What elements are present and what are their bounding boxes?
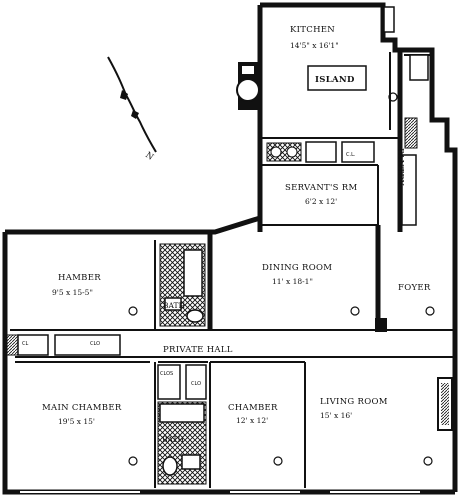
kitchen-dims: 14'5" x 16'1" [290,41,339,50]
hall-label: PRIVATE HALL [163,345,233,355]
compass-arrow-icon: N [107,56,157,163]
kitchen-island [307,65,367,91]
range [409,54,429,81]
closet-2: CLO [90,341,100,347]
living-label: LIVING ROOM [320,397,388,407]
dining-label: DINING ROOM [262,263,332,273]
bath2-label: BATH [162,435,185,444]
servants-label: SERVANT'S RM [285,183,358,193]
chamber-top-label: HAMBER [58,273,101,283]
main-chamber-label: MAIN CHAMBER [42,403,122,413]
bath-bottom: BATH [157,401,207,485]
kitchen-wing-walls [257,2,458,492]
foyer-label: FOYER [398,283,431,293]
dining-dims: 11' x 18-1" [272,277,313,286]
chamber-label: CHAMBER [228,403,278,413]
island-label: ISLAND [315,75,355,85]
chamber-dims: 12' x 12' [236,416,268,425]
closet-3: CLOS [160,371,173,377]
svg-text:C.L.: C.L. [346,152,356,158]
main-walls [2,215,455,495]
radiator-icon [128,306,435,466]
svg-text:N: N [143,150,155,163]
main-chamber-dims: 19'5 x 15' [58,417,95,426]
servants-dims: 6'2 x 12' [305,197,337,206]
closet-1: CL [22,341,28,347]
bath1-label: BATH [163,301,186,310]
kitchen-label: KITCHEN [290,25,335,35]
pantry-label: PANTRY [395,148,405,186]
closets: CL CLO CLOS CLO [17,334,207,400]
kitchen-counter: C.L. [266,141,375,163]
closet-4: CLO [191,381,201,387]
bath-top: BATH [159,243,206,327]
living-dims: 15' x 16' [320,411,352,420]
chamber-top-dims: 9'5 x 15-5" [52,288,93,297]
fireplace-icon [236,62,260,110]
